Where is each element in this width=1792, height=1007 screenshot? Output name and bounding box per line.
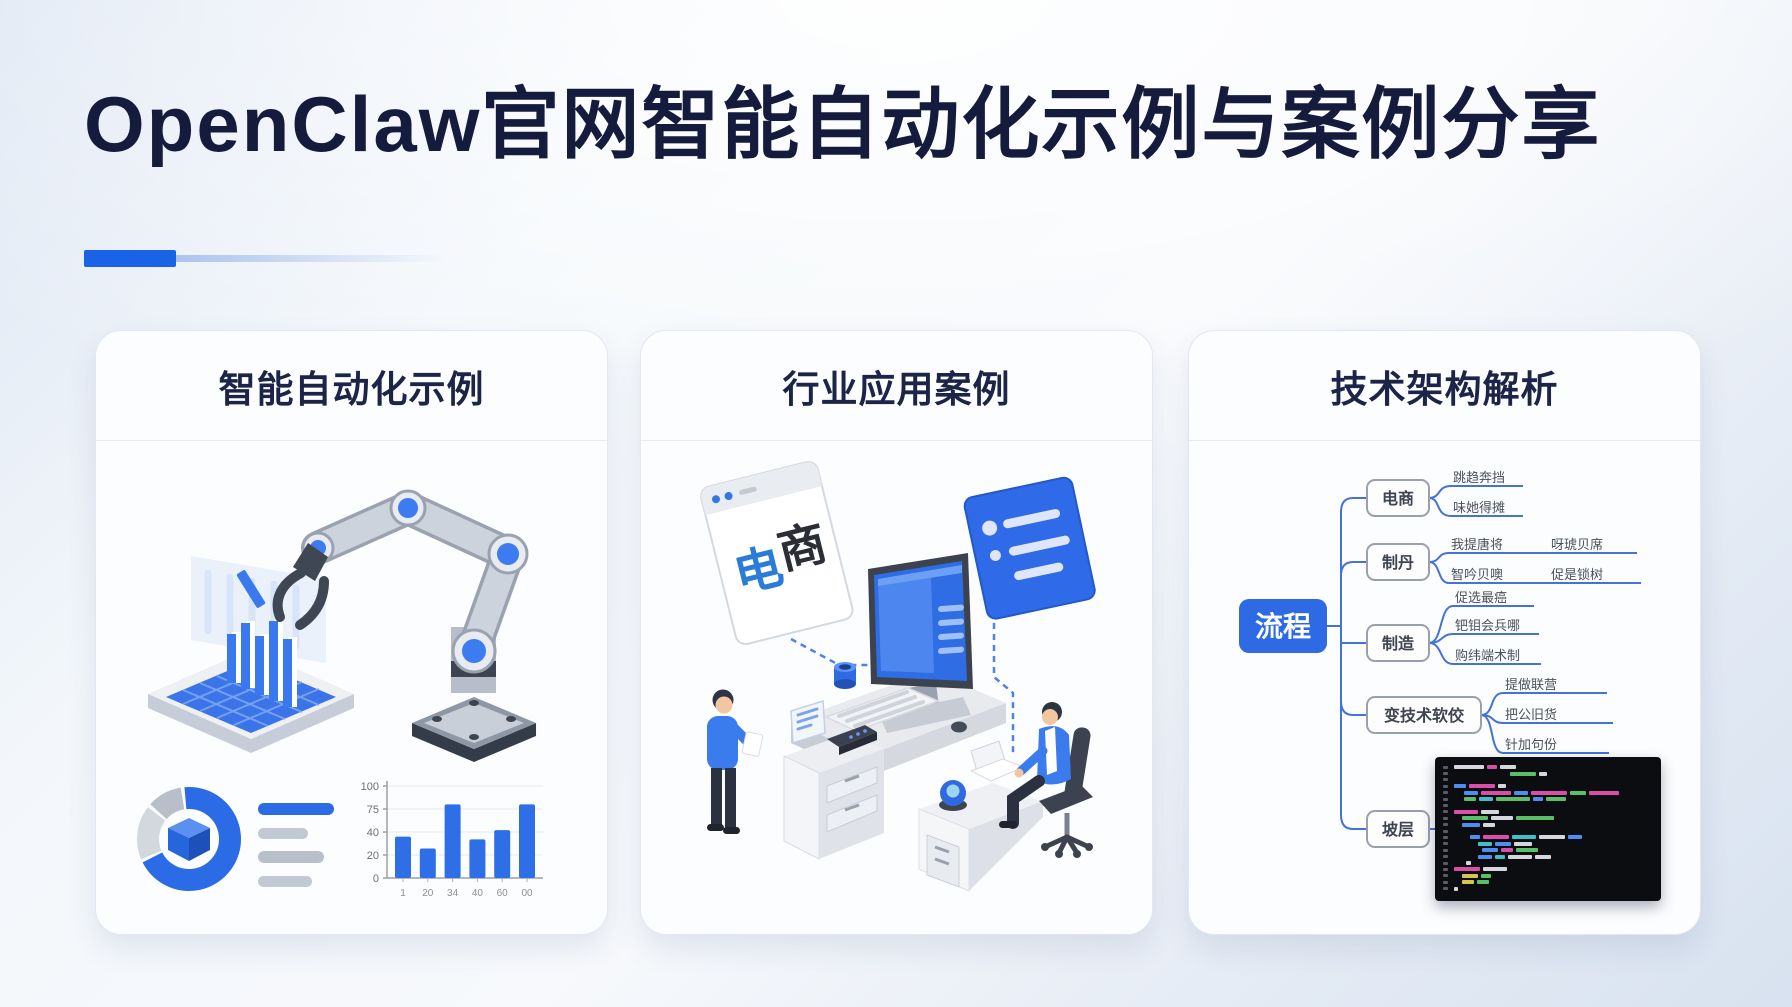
svg-text:40: 40 — [472, 888, 484, 899]
code-line — [1443, 790, 1653, 796]
svg-text:0: 0 — [373, 873, 379, 885]
card1-title: 智能自动化示例 — [218, 368, 485, 410]
svg-text:00: 00 — [521, 888, 533, 899]
cube-icon — [168, 818, 210, 861]
svg-text:100: 100 — [361, 781, 379, 793]
code-line — [1443, 777, 1653, 783]
code-line — [1443, 802, 1653, 808]
code-line — [1443, 860, 1653, 866]
cards-row: 智能自动化示例 — [95, 330, 1703, 935]
code-line — [1443, 809, 1653, 815]
monitor — [868, 553, 973, 733]
card2-header: 行业应用案例 — [641, 331, 1152, 440]
code-lines — [1443, 764, 1653, 892]
mindmap-root-node: 流程 — [1239, 599, 1327, 653]
gripper-claw — [272, 543, 329, 630]
automation-illustration: 100 75 40 20 0 1 20 34 40 60 00 — [137, 489, 543, 899]
laptop-device — [969, 740, 1025, 782]
data-bars-3d — [227, 570, 297, 707]
leaf-label: 提做联营 — [1505, 677, 1557, 692]
code-line — [1443, 873, 1653, 879]
page-title: OpenClaw官网智能自动化示例与案例分享 — [84, 80, 1602, 168]
code-line — [1443, 834, 1653, 840]
browser-window: 电 商 — [700, 461, 854, 646]
leaf-label: 我提唐将 — [1451, 537, 1503, 552]
code-line — [1443, 866, 1653, 872]
mouse — [951, 721, 967, 733]
leaf-label: 把公旧货 — [1505, 707, 1557, 722]
code-line — [1443, 770, 1653, 776]
keyboard — [824, 687, 941, 732]
code-line — [1443, 847, 1653, 853]
leaf-label: 促选最癌 — [1455, 590, 1507, 605]
svg-text:60: 60 — [497, 888, 509, 899]
arm-joints — [301, 489, 529, 674]
code-line — [1443, 879, 1653, 885]
code-line — [1443, 764, 1653, 770]
leaf-label: 跳趋奔挡 — [1453, 470, 1505, 485]
industry-illustration: 电 商 — [700, 461, 1096, 892]
code-line — [1443, 822, 1653, 828]
mini-bar-chart: 100 75 40 20 0 1 20 34 40 60 00 — [361, 781, 543, 899]
person-standing — [707, 689, 764, 834]
mindmap-leaf-labels: 跳趋奔挡 味她得摊 我提唐将 呀琥贝席 智吟贝噢 促是锁树 促选最癌 钯钼会兵哪… — [1451, 470, 1603, 752]
cabinet-screen — [790, 699, 877, 755]
branch-label-4: 变技术软佼 — [1384, 706, 1465, 725]
svg-text:75: 75 — [367, 804, 379, 816]
branch-label-manufacturing: 制造 — [1382, 634, 1415, 653]
code-line — [1443, 841, 1653, 847]
leaf-label: 针加句份 — [1505, 737, 1557, 752]
leaf-label: 智吟贝噢 — [1451, 567, 1503, 582]
card3-header: 技术架构解析 — [1189, 331, 1700, 440]
code-line — [1443, 796, 1653, 802]
leaf-label: 促是锁树 — [1551, 567, 1603, 582]
dashed-connectors — [790, 623, 1015, 755]
desk-speaker — [834, 662, 856, 689]
card3-title: 技术架构解析 — [1330, 368, 1559, 410]
card-tech-architecture: 技术架构解析 — [1188, 330, 1701, 935]
card1-header: 智能自动化示例 — [96, 331, 607, 440]
code-line — [1443, 828, 1653, 834]
svg-text:20: 20 — [422, 888, 434, 899]
code-editor-screenshot — [1435, 757, 1661, 901]
person-sitting — [999, 702, 1093, 858]
code-line — [1443, 853, 1653, 859]
summary-bars — [258, 803, 334, 887]
leaf-label: 呀琥贝席 — [1551, 537, 1603, 552]
card3-body: 流程 电商 制丹 制造 变技术软佼 坡层 — [1189, 440, 1700, 934]
mindmap-root-label: 流程 — [1255, 611, 1311, 642]
branch-label-5: 坡层 — [1382, 820, 1414, 839]
browser-dot — [711, 495, 720, 504]
title-accent-bar — [84, 250, 446, 267]
svg-text:1: 1 — [400, 888, 406, 899]
donut-chart — [137, 786, 241, 891]
card2-title: 行业应用案例 — [782, 368, 1011, 410]
code-line — [1443, 885, 1653, 891]
card2-body: 电 商 — [641, 440, 1152, 934]
code-line — [1443, 815, 1653, 821]
leaf-label: 味她得摊 — [1453, 500, 1505, 515]
side-desk — [918, 783, 1043, 892]
branch-label-2: 制丹 — [1382, 554, 1414, 572]
browser-dot — [724, 492, 733, 501]
svg-text:40: 40 — [367, 827, 379, 839]
mindmap-branch-nodes: 电商 制丹 制造 变技术软佼 坡层 — [1366, 479, 1482, 848]
mindmap-illustration: 流程 电商 制丹 制造 变技术软佼 坡层 — [1239, 470, 1641, 848]
leaf-label: 购纬端术制 — [1455, 648, 1520, 663]
filing-cabinet — [783, 733, 884, 860]
code-line — [1443, 783, 1653, 789]
svg-text:34: 34 — [447, 888, 459, 899]
card1-body: 100 75 40 20 0 1 20 34 40 60 00 — [96, 440, 607, 934]
branch-label-ecommerce: 电商 — [1382, 489, 1414, 508]
card-automation-examples: 智能自动化示例 — [95, 330, 608, 935]
robot-arm — [272, 489, 536, 762]
chat-card — [963, 476, 1096, 620]
svg-text:20: 20 — [367, 850, 379, 862]
smart-speaker — [939, 780, 967, 811]
leaf-label: 钯钼会兵哪 — [1455, 618, 1520, 633]
card-industry-cases: 行业应用案例 电 — [640, 330, 1153, 935]
